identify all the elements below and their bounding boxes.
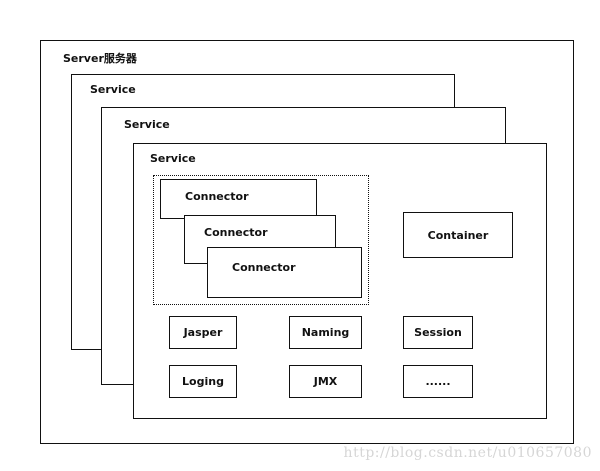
service-label-2: Service bbox=[124, 118, 170, 131]
component-jasper: Jasper bbox=[169, 316, 237, 349]
component-more: ...... bbox=[403, 365, 473, 398]
connector-label-1: Connector bbox=[185, 190, 249, 203]
connector-label-2: Connector bbox=[204, 226, 268, 239]
component-session: Session bbox=[403, 316, 473, 349]
component-jmx: JMX bbox=[289, 365, 362, 398]
service-label-3: Service bbox=[150, 152, 196, 165]
component-loging: Loging bbox=[169, 365, 237, 398]
server-label: Server服务器 bbox=[63, 52, 137, 65]
connector-3: Connector bbox=[207, 247, 362, 298]
connector-1: Connector bbox=[160, 179, 317, 219]
container-box: Container bbox=[403, 212, 513, 258]
connector-label-3: Connector bbox=[232, 261, 296, 274]
component-naming: Naming bbox=[289, 316, 362, 349]
service-label-1: Service bbox=[90, 83, 136, 96]
watermark-text: http://blog.csdn.net/u010657080 bbox=[343, 445, 592, 461]
